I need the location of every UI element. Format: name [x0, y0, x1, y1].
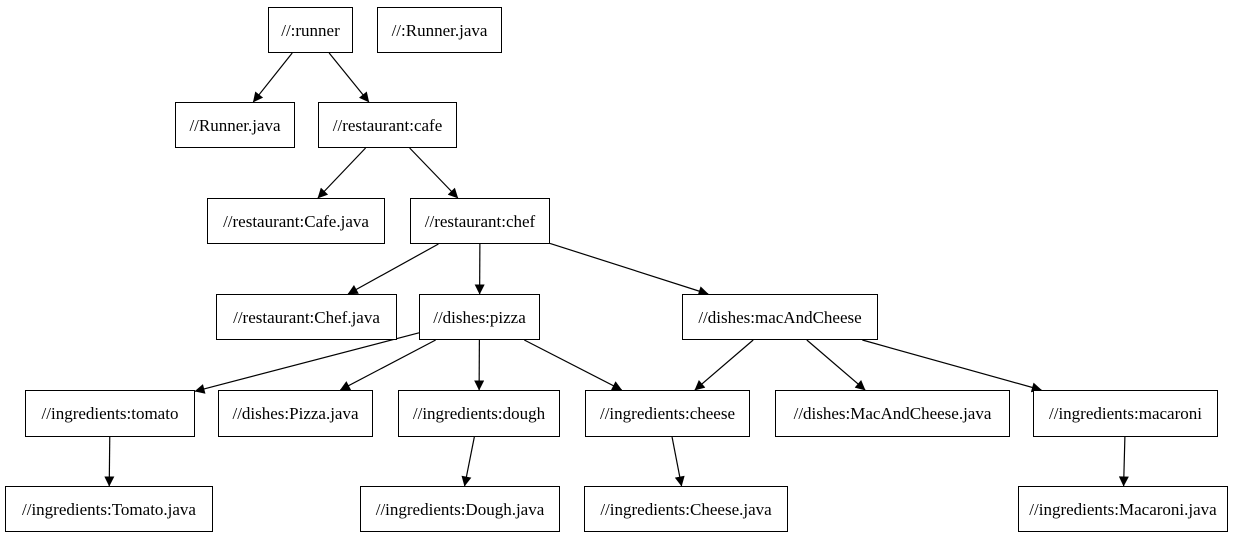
- graph-node-macaroni: //ingredients:macaroni: [1033, 390, 1218, 437]
- graph-node-runner: //:runner: [268, 7, 353, 53]
- graph-node-tomato-java: //ingredients:Tomato.java: [5, 486, 213, 532]
- graph-node-mac-and-cheese-java: //dishes:MacAndCheese.java: [775, 390, 1010, 437]
- graph-node-cheese: //ingredients:cheese: [585, 390, 750, 437]
- graph-edge-pizza-to-pizza-java: [339, 339, 436, 391]
- graph-edge-runner-to-cafe: [328, 52, 370, 103]
- graph-node-chef: //restaurant:chef: [410, 198, 550, 244]
- graph-edge-cafe-to-chef: [409, 147, 459, 199]
- graph-edge-tomato-to-tomato-java: [104, 436, 115, 487]
- graph-node-chef-java: //restaurant:Chef.java: [216, 294, 397, 340]
- graph-node-dough: //ingredients:dough: [398, 390, 560, 437]
- graph-node-label: //ingredients:Cheese.java: [600, 499, 772, 519]
- graph-node-label: //ingredients:dough: [412, 404, 546, 423]
- graph-edges: [104, 52, 1129, 487]
- graph-node-label: //ingredients:cheese: [599, 404, 735, 423]
- graph-edge-pizza-to-cheese: [524, 339, 623, 391]
- graph-edge-chef-to-mac-and-cheese: [549, 242, 709, 296]
- graph-edge-cheese-to-cheese-java: [671, 436, 685, 487]
- graph-node-label: //restaurant:cafe: [332, 115, 443, 135]
- graph-edge-runner-to-runner-java: [252, 52, 293, 103]
- graph-node-macaroni-java: //ingredients:Macaroni.java: [1018, 486, 1228, 532]
- graph-node-label: //ingredients:tomato: [41, 404, 179, 423]
- graph-edge-dough-to-dough-java: [461, 436, 475, 487]
- graph-node-label: //ingredients:Macaroni.java: [1029, 499, 1217, 519]
- graph-node-pizza: //dishes:pizza: [419, 294, 540, 340]
- graph-node-label: //dishes:MacAndCheese.java: [793, 404, 992, 423]
- graph-node-cafe: //restaurant:cafe: [318, 102, 457, 148]
- graph-edge-mac-and-cheese-to-cheese: [694, 339, 754, 391]
- graph-edge-pizza-to-tomato: [194, 332, 420, 394]
- graph-node-dough-java: //ingredients:Dough.java: [360, 486, 560, 532]
- graph-node-label: //ingredients:Tomato.java: [22, 499, 196, 519]
- graph-node-mac-and-cheese: //dishes:macAndCheese: [682, 294, 878, 340]
- graph-node-cheese-java: //ingredients:Cheese.java: [584, 486, 788, 532]
- graph-node-label: //:runner: [281, 20, 340, 40]
- graph-node-label: //dishes:pizza: [433, 307, 526, 327]
- graph-node-runner-java-target: //:Runner.java: [377, 7, 502, 53]
- graph-node-label: //ingredients:Dough.java: [375, 499, 545, 519]
- graph-node-label: //restaurant:Cafe.java: [223, 211, 369, 231]
- graph-edge-mac-and-cheese-to-macaroni: [862, 339, 1042, 393]
- graph-node-label: //dishes:macAndCheese: [698, 307, 862, 327]
- graph-edge-chef-to-chef-java: [347, 243, 439, 295]
- graph-node-label: //dishes:Pizza.java: [232, 404, 359, 423]
- graph-edge-macaroni-to-macaroni-java: [1118, 436, 1129, 487]
- graph-node-runner-java: //Runner.java: [175, 102, 295, 148]
- graph-edge-cafe-to-cafe-java: [317, 147, 367, 199]
- graph-node-label: //ingredients:macaroni: [1049, 404, 1202, 423]
- graph-node-label: //:Runner.java: [391, 20, 488, 40]
- graph-node-label: //restaurant:chef: [424, 211, 536, 231]
- graph-node-cafe-java: //restaurant:Cafe.java: [207, 198, 385, 244]
- graph-node-label: //restaurant:Chef.java: [233, 307, 380, 327]
- graph-node-pizza-java: //dishes:Pizza.java: [218, 390, 373, 437]
- graph-node-label: //Runner.java: [189, 115, 281, 135]
- graph-edge-mac-and-cheese-to-mac-and-cheese-java: [806, 339, 866, 391]
- graph-node-tomato: //ingredients:tomato: [25, 390, 195, 437]
